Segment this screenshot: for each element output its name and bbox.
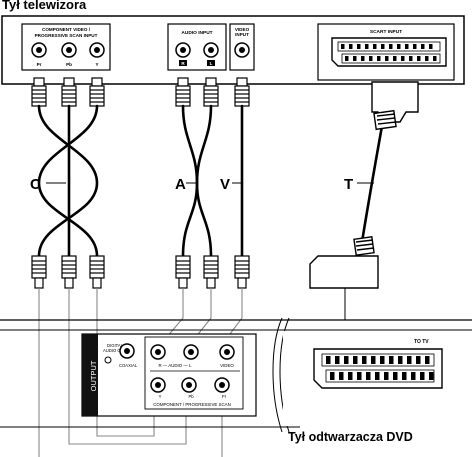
cables [37,104,384,258]
tv-component-input-group: COMPONENT VIDEO / PROGRESSIVE SCAN INPUT… [21,23,111,71]
cable-label-a: A [175,176,186,193]
tv-jack-audio-l-label: L [210,61,213,66]
tv-jack-pb: Pb [61,42,77,67]
plug-tv-pr [31,77,47,107]
cable-component-pr [37,104,99,258]
tv-jack-y-label: Y [95,62,98,67]
dvd-jack-pr-label: Pr [222,394,227,399]
scart-plug-bottom [309,236,379,320]
dvd-jack-component-y: Y [150,377,166,399]
plug-dvd-audio-l [203,255,219,289]
dvd-coaxial-group: DIGITAL AUDIO OUT COAXIAL [103,343,138,368]
scart-plug-top [371,81,419,131]
tv-audio-label: AUDIO INPUT [181,30,212,36]
plug-dvd-video [234,255,250,289]
tv-audio-input-group: AUDIO INPUT R L [167,23,227,71]
plug-tv-y [89,77,105,107]
dvd-back-panel: OUTPUT DIGITAL AUDIO OUT COAXIAL R — AUD… [0,317,472,433]
cable-label-t: T [344,176,353,193]
tv-scart-label: SCART INPUT [370,29,402,35]
output-strip [82,334,98,416]
plug-dvd-audio-r [175,255,191,289]
video-label: VIDEO [220,363,234,368]
plug-tv-audio-l [203,77,219,107]
tv-jack-pb-label: Pb [66,62,72,67]
tv-video-label-line2: INPUT [235,32,249,37]
cable-component-y [37,104,99,258]
dvd-jack-pb-label: Pb [188,394,194,399]
to-tv-label: TO TV [414,339,429,345]
coaxial-label: COAXIAL [119,363,138,368]
tv-jack-audio-r: R [175,42,191,66]
tv-scart-pins [337,41,441,64]
plug-tv-audio-r [175,77,191,107]
digital-audio-label-line1: DIGITAL [107,343,124,348]
cable-label-c: C [30,176,41,193]
tv-jack-y: Y [89,42,105,67]
dvd-back-caption: Tył odtwarzacza DVD [288,430,413,444]
tv-back-panel: COMPONENT VIDEO / PROGRESSIVE SCAN INPUT… [1,15,465,85]
dvd-scart-output-group: TO TV [313,339,443,389]
plug-dvd-2 [61,255,77,289]
audio-row-label: R — AUDIO — L [159,363,192,368]
dvd-av-group: R — AUDIO — L VIDEO Y Pb Pr COMPONENT / … [144,336,244,410]
cable-scart [360,124,384,244]
tv-video-label-line1: VIDEO [235,27,250,32]
cable-labels: C A V T [30,176,374,193]
dvd-jack-component-pb: Pb [181,377,197,399]
cable-label-v: V [220,176,230,193]
tv-jack-audio-r-label: R [181,61,185,66]
tv-scart-input-group: SCART INPUT [317,23,455,81]
dvd-jack-y-label: Y [159,394,162,399]
tv-jack-pr: Pr [31,42,47,67]
digital-audio-label-line2: AUDIO OUT [103,348,127,353]
dvd-side-plugs [31,255,250,289]
tv-component-label-line2: PROGRESSIVE SCAN INPUT [35,33,98,38]
plug-dvd-1 [31,255,47,289]
tv-back-title: Tył telewizora [2,0,87,12]
plug-tv-pb [61,77,77,107]
tv-jack-pr-label: Pr [37,62,42,67]
plug-dvd-3 [89,255,105,289]
tv-video-input-group: VIDEO INPUT [229,23,255,71]
dvd-jack-component-pr: Pr [214,377,230,399]
tv-jack-audio-l: L [203,42,219,66]
plug-tv-video [234,77,250,107]
tv-component-label-line1: COMPONENT VIDEO / [42,27,91,32]
component-row-label: COMPONENT / PROGRESSIVE SCAN [153,402,231,407]
cable-audio-l [195,104,213,258]
output-label: OUTPUT [89,360,98,391]
